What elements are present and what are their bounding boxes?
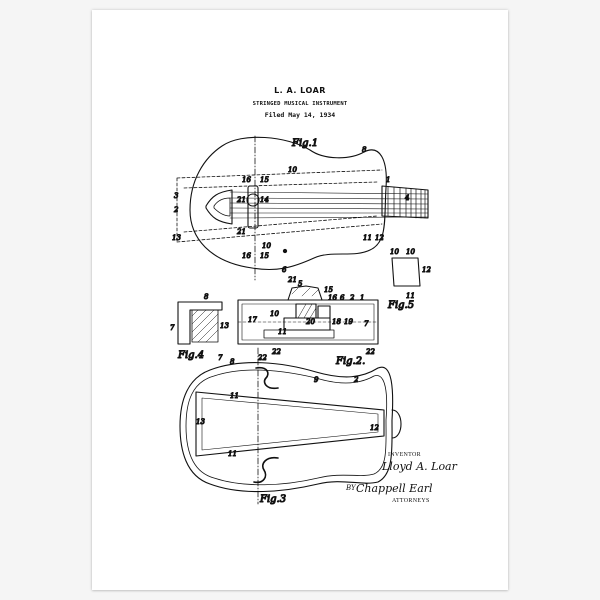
fig1-body-outline bbox=[189, 136, 387, 271]
ref-4-fig1: 4 bbox=[404, 194, 409, 202]
inventor-label: INVENTOR bbox=[388, 452, 421, 458]
fig1-pickup-knob bbox=[246, 193, 260, 207]
ref-15b-fig1: 15 bbox=[260, 252, 269, 260]
figure-2-cross-section bbox=[237, 285, 379, 345]
ref-21-fig1: 21 bbox=[236, 196, 246, 204]
ref-7-fig4: 7 bbox=[170, 324, 175, 332]
ref-8-fig3: 8 bbox=[230, 358, 235, 366]
patent-title: STRINGED MUSICAL INSTRUMENT bbox=[252, 101, 348, 107]
fig5-block bbox=[391, 257, 421, 287]
by-label: BY bbox=[346, 484, 356, 492]
ref-16-fig1: 16 bbox=[242, 176, 251, 184]
ref-7-fig3: 7 bbox=[218, 354, 223, 362]
ref-13-fig1: 13 bbox=[172, 234, 181, 242]
ref-22b-fig2: 22 bbox=[365, 348, 375, 356]
ref-11-fig2: 11 bbox=[278, 328, 287, 336]
fig3-f-hole-top bbox=[255, 366, 279, 390]
ref-10-fig1: 10 bbox=[288, 166, 297, 174]
fig1-dashed-frame bbox=[176, 169, 383, 243]
figure-1-guitar-top-view bbox=[176, 135, 429, 281]
fig2-label: Fig.2. bbox=[335, 356, 365, 367]
ref-5-fig2: 5 bbox=[298, 280, 303, 288]
ref-11-fig5: 11 bbox=[406, 292, 415, 300]
ref-21-fig2: 21 bbox=[287, 276, 297, 284]
ref-11-fig1: 11 bbox=[363, 234, 372, 242]
ref-12-fig1: 12 bbox=[375, 234, 384, 242]
ref-10b-fig1: 10 bbox=[262, 242, 271, 250]
attorneys-label: ATTORNEYS bbox=[392, 498, 430, 504]
fig4-insert bbox=[191, 309, 219, 343]
fig3-body-outer bbox=[179, 362, 394, 493]
fig1-frets bbox=[387, 186, 426, 219]
patent-poster: L. A. LOAR STRINGED MUSICAL INSTRUMENT F… bbox=[92, 10, 508, 590]
fig1-neck bbox=[381, 185, 429, 219]
attorney-signature: Chappell Earl bbox=[356, 482, 433, 495]
ref-2-fig1: 2 bbox=[173, 206, 179, 214]
ref-18-fig2: 18 bbox=[332, 318, 341, 326]
inventor-signature: Lloyd A. Loar bbox=[382, 460, 457, 473]
ref-8-fig4: 8 bbox=[204, 293, 209, 301]
fig1-tailpiece-inner bbox=[213, 197, 231, 217]
patent-drawing: Fig.1 8 10 15 16 14 21 21 16 15 10 3 2 1… bbox=[169, 135, 432, 506]
inventor-heading: L. A. LOAR bbox=[274, 86, 326, 95]
figure-3-body-frame bbox=[179, 347, 402, 505]
ref-1-fig1: 1 bbox=[386, 176, 390, 184]
ref-13-fig3: 13 bbox=[196, 418, 205, 426]
ref-9-fig3: 9 bbox=[314, 376, 319, 384]
fig3-label: Fig.3 bbox=[259, 494, 286, 505]
fig4-bracket bbox=[177, 301, 223, 345]
fig4-hatch bbox=[191, 309, 219, 343]
fig3-tapered-frame-inner bbox=[201, 397, 379, 451]
ref-6-fig2: 6 bbox=[340, 294, 345, 302]
ref-12-fig5: 12 bbox=[422, 266, 431, 274]
ref-19-fig2: 19 bbox=[344, 318, 353, 326]
ref-13-fig4: 13 bbox=[220, 322, 229, 330]
ref-22-fig2: 22 bbox=[271, 348, 281, 356]
ref-3-fig1: 3 bbox=[174, 192, 179, 200]
fig1-label: Fig.1 bbox=[291, 138, 318, 149]
ref-1-fig2: 1 bbox=[360, 294, 364, 302]
fig3-body-inner bbox=[185, 369, 388, 486]
ref-7-fig2: 7 bbox=[364, 320, 369, 328]
fig1-control-knob bbox=[282, 248, 288, 254]
ref-2-fig2: 2 bbox=[349, 294, 355, 302]
figure-5-detail bbox=[391, 257, 421, 287]
fig2-hatch bbox=[291, 287, 319, 319]
ref-21b-fig1: 21 bbox=[236, 228, 246, 236]
ref-20-fig2: 20 bbox=[305, 318, 315, 326]
ref-22-fig3: 22 bbox=[257, 354, 267, 362]
ref-16-fig2: 16 bbox=[328, 294, 337, 302]
ref-16b-fig1: 16 bbox=[242, 252, 251, 260]
fig3-end-pin-block bbox=[391, 409, 402, 439]
ref-10-fig2: 10 bbox=[270, 310, 279, 318]
figure-4-bracket-section bbox=[177, 301, 223, 345]
ref-14-fig1: 14 bbox=[260, 196, 269, 204]
filed-date: Filed May 14, 1934 bbox=[264, 111, 336, 119]
ref-6-fig1: 6 bbox=[282, 266, 287, 274]
fig5-label: Fig.5 bbox=[387, 300, 414, 311]
ref-10-fig5: 10 bbox=[390, 248, 399, 256]
fig3-tapered-frame bbox=[195, 391, 385, 457]
ref-17-fig2: 17 bbox=[248, 316, 257, 324]
fig4-label: Fig.4 bbox=[177, 350, 204, 361]
ref-15-fig1: 15 bbox=[260, 176, 269, 184]
fig2-bridge-assembly bbox=[287, 285, 323, 301]
ref-2-fig3: 2 bbox=[353, 376, 359, 384]
ref-8-fig1: 8 bbox=[362, 146, 367, 154]
fig1-tailpiece bbox=[205, 189, 233, 225]
fig1-pickup bbox=[247, 185, 259, 229]
ref-11-fig3: 11 bbox=[230, 392, 239, 400]
patent-header: L. A. LOAR STRINGED MUSICAL INSTRUMENT F… bbox=[92, 86, 508, 119]
ref-12-fig3: 12 bbox=[370, 424, 379, 432]
ref-15-fig2: 15 bbox=[324, 286, 333, 294]
fig2-base bbox=[263, 329, 335, 339]
ref-10b-fig5: 10 bbox=[406, 248, 415, 256]
fig1-dashed-frame-2 bbox=[183, 181, 378, 233]
fig2-core bbox=[317, 305, 331, 319]
fig1-strings bbox=[229, 191, 429, 219]
fig3-f-hole-bottom bbox=[253, 456, 279, 484]
ref-11b-fig3: 11 bbox=[228, 450, 237, 458]
